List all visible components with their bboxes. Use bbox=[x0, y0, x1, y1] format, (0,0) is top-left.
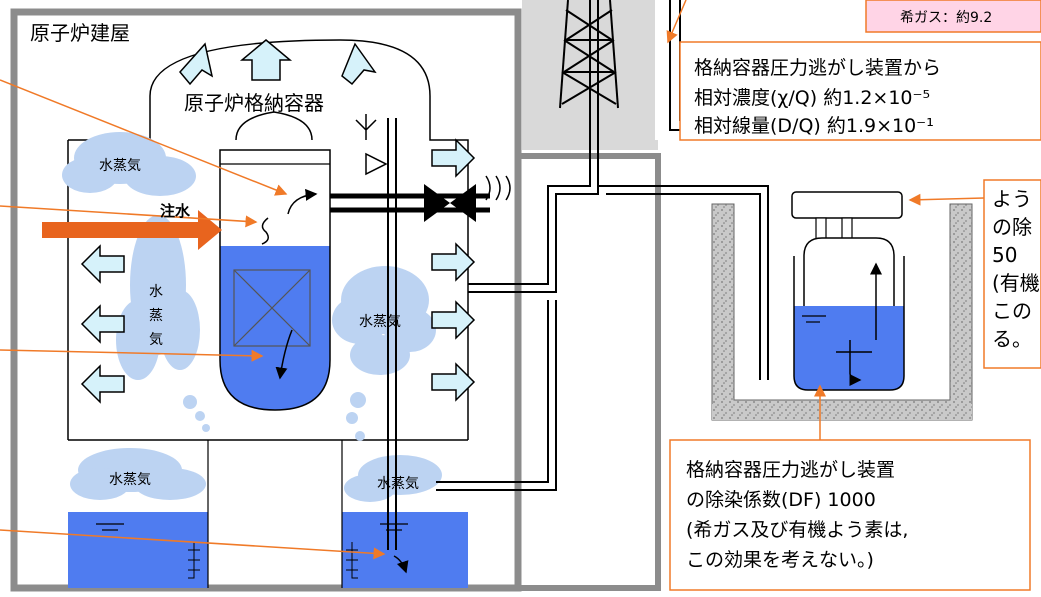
iodine-line-2: の除 bbox=[992, 215, 1032, 239]
containment-vessel bbox=[67, 39, 469, 441]
water-injection-arrow bbox=[42, 210, 222, 250]
noble-gas-box: 希ガス：約9.2 bbox=[865, 0, 1041, 33]
reactor-building-label: 原子炉建屋 bbox=[30, 21, 130, 45]
iodine-line-1: よう bbox=[992, 187, 1032, 211]
df-line4: この効果を考えない。) bbox=[686, 549, 874, 571]
iodine-line-3: 50 bbox=[992, 243, 1017, 267]
vent-dispersion-box: 格納容器圧力逃がし装置から 相対濃度(χ/Q) 約1.2×10⁻⁵ 相対線量(D… bbox=[679, 41, 1041, 141]
steam-label-vertical-1: 水 bbox=[149, 284, 163, 300]
callout-lines bbox=[0, 0, 985, 560]
df-line3: (希ガス及び有機よう素は, bbox=[686, 519, 908, 541]
suppression-pools bbox=[68, 440, 468, 588]
reactor-pressure-vessel bbox=[219, 111, 331, 411]
decontamination-factor-box: 格納容器圧力逃がし装置 の除染係数(DF) 1000 (希ガス及び有機よう素は,… bbox=[669, 439, 1031, 591]
steam-clouds bbox=[62, 132, 442, 502]
steam-label-upper-left: 水蒸気 bbox=[99, 158, 141, 174]
steam-label-lower-right: 水蒸気 bbox=[377, 476, 419, 492]
steam-label-vertical-2: 蒸 bbox=[149, 308, 163, 324]
iodine-line-4: (有機 bbox=[992, 271, 1040, 295]
iodine-line-5: この bbox=[992, 299, 1032, 323]
df-line2: の除染係数(DF) 1000 bbox=[686, 489, 876, 511]
stack-area bbox=[515, 0, 685, 591]
vent-box-line2: 相対濃度(χ/Q) 約1.2×10⁻⁵ bbox=[694, 87, 930, 109]
containment-vessel-label: 原子炉格納容器 bbox=[184, 91, 324, 115]
steam-flow-arrows bbox=[80, 39, 476, 404]
water-injection-label: 注水 bbox=[160, 202, 191, 220]
iodine-line-6: る。 bbox=[992, 327, 1032, 351]
filtered-vent-device bbox=[711, 191, 973, 421]
steam-label-lower-left: 水蒸気 bbox=[109, 472, 151, 488]
vent-valves bbox=[355, 114, 511, 222]
vent-box-line3: 相対線量(D/Q) 約1.9×10⁻¹ bbox=[694, 115, 934, 137]
steam-label-right: 水蒸気 bbox=[359, 314, 401, 330]
iodine-box: よう の除 50 (有機 この る。 bbox=[983, 179, 1041, 369]
df-line1: 格納容器圧力逃がし装置 bbox=[686, 459, 895, 481]
noble-gas-text: 希ガス：約9.2 bbox=[900, 10, 992, 26]
steam-label-vertical-3: 気 bbox=[149, 332, 163, 348]
vent-box-line1: 格納容器圧力逃がし装置から bbox=[694, 57, 941, 79]
